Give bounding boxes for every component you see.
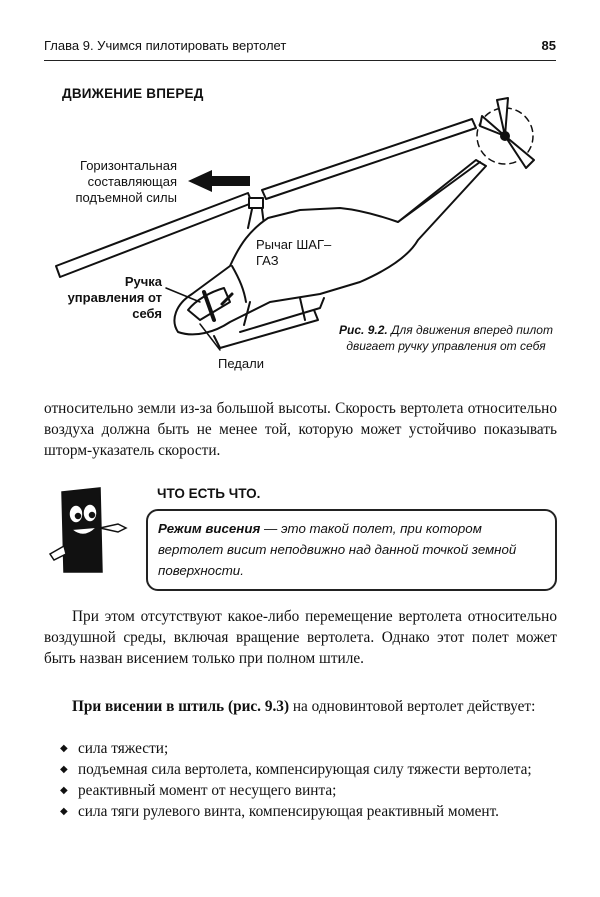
page-header: Глава 9. Учимся пилотировать вертолет 85 — [44, 38, 556, 61]
list-item: ◆ сила тяги рулевого винта, компенсирующа… — [58, 801, 557, 822]
bullet-icon: ◆ — [60, 806, 68, 817]
definition-term: Режим висения — [158, 521, 261, 536]
bullet-icon: ◆ — [60, 785, 68, 796]
paragraph-hover: При этом отсутствуют какое-либо перемеще… — [44, 608, 557, 667]
list-item-text: сила тяжести; — [78, 740, 169, 757]
whats-what-heading: ЧТО ЕСТЬ ЧТО. — [157, 486, 261, 501]
definition-text: Режим висения — это такой полет, при кот… — [158, 518, 548, 581]
paragraph-airspeed: относительно земли из-за большой высоты.… — [44, 400, 557, 459]
list-item: ◆ реактивный момент от несущего винта; — [58, 780, 557, 801]
forces-list: ◆ сила тяжести; ◆ подъемная сила вертолета… — [58, 738, 557, 822]
figure-heading: ДВИЖЕНИЕ ВПЕРЕД — [62, 86, 204, 101]
label-control-stick: Ручка управления от себя — [67, 274, 162, 321]
definition-body: — это такой полет, при котором вертолет … — [158, 521, 517, 578]
caption-ref: Рис. 9.2. — [339, 323, 388, 337]
label-horizontal-lift: Горизонтальная составляющая подъемной си… — [75, 158, 177, 205]
list-item-text: сила тяги рулевого винта, компенсирующая… — [78, 803, 499, 820]
label-pedals: Педали — [218, 356, 264, 371]
bullet-icon: ◆ — [60, 743, 68, 754]
bullet-icon: ◆ — [60, 764, 68, 775]
list-item: ◆ сила тяжести; — [58, 738, 557, 759]
hover-forces-rest: на одновинтовой вертолет действует: — [289, 698, 536, 715]
list-item: ◆ подъемная сила вертолета, компенсирующа… — [58, 759, 557, 780]
page-number: 85 — [541, 38, 556, 53]
list-item-text: реактивный момент от несущего винта; — [78, 782, 337, 799]
list-item-text: подъемная сила вертолета, компенсирующая… — [78, 761, 532, 778]
paragraph-hover-forces: При висении в штиль (рис. 9.3) на однови… — [44, 696, 557, 717]
helicopter-illustration — [55, 97, 535, 351]
figure-caption: Рис. 9.2. Для движения вперед пилот двиг… — [335, 322, 557, 354]
label-collective-lever: Рычаг ШАГ–ГАЗ — [256, 237, 332, 268]
caption-text: Для движения вперед пилот двигает ручку … — [346, 323, 553, 353]
figure-9-2: ДВИЖЕНИЕ ВПЕРЕД Горизонтальная составляю… — [0, 70, 600, 390]
mascot-icon — [48, 487, 128, 573]
definition-box: Режим висения — это такой полет, при кот… — [146, 509, 557, 591]
lift-arrow-icon — [188, 170, 250, 192]
hover-forces-bold: При висении в штиль (рис. 9.3) — [72, 698, 290, 715]
chapter-title: Глава 9. Учимся пилотировать вертолет — [44, 38, 287, 53]
